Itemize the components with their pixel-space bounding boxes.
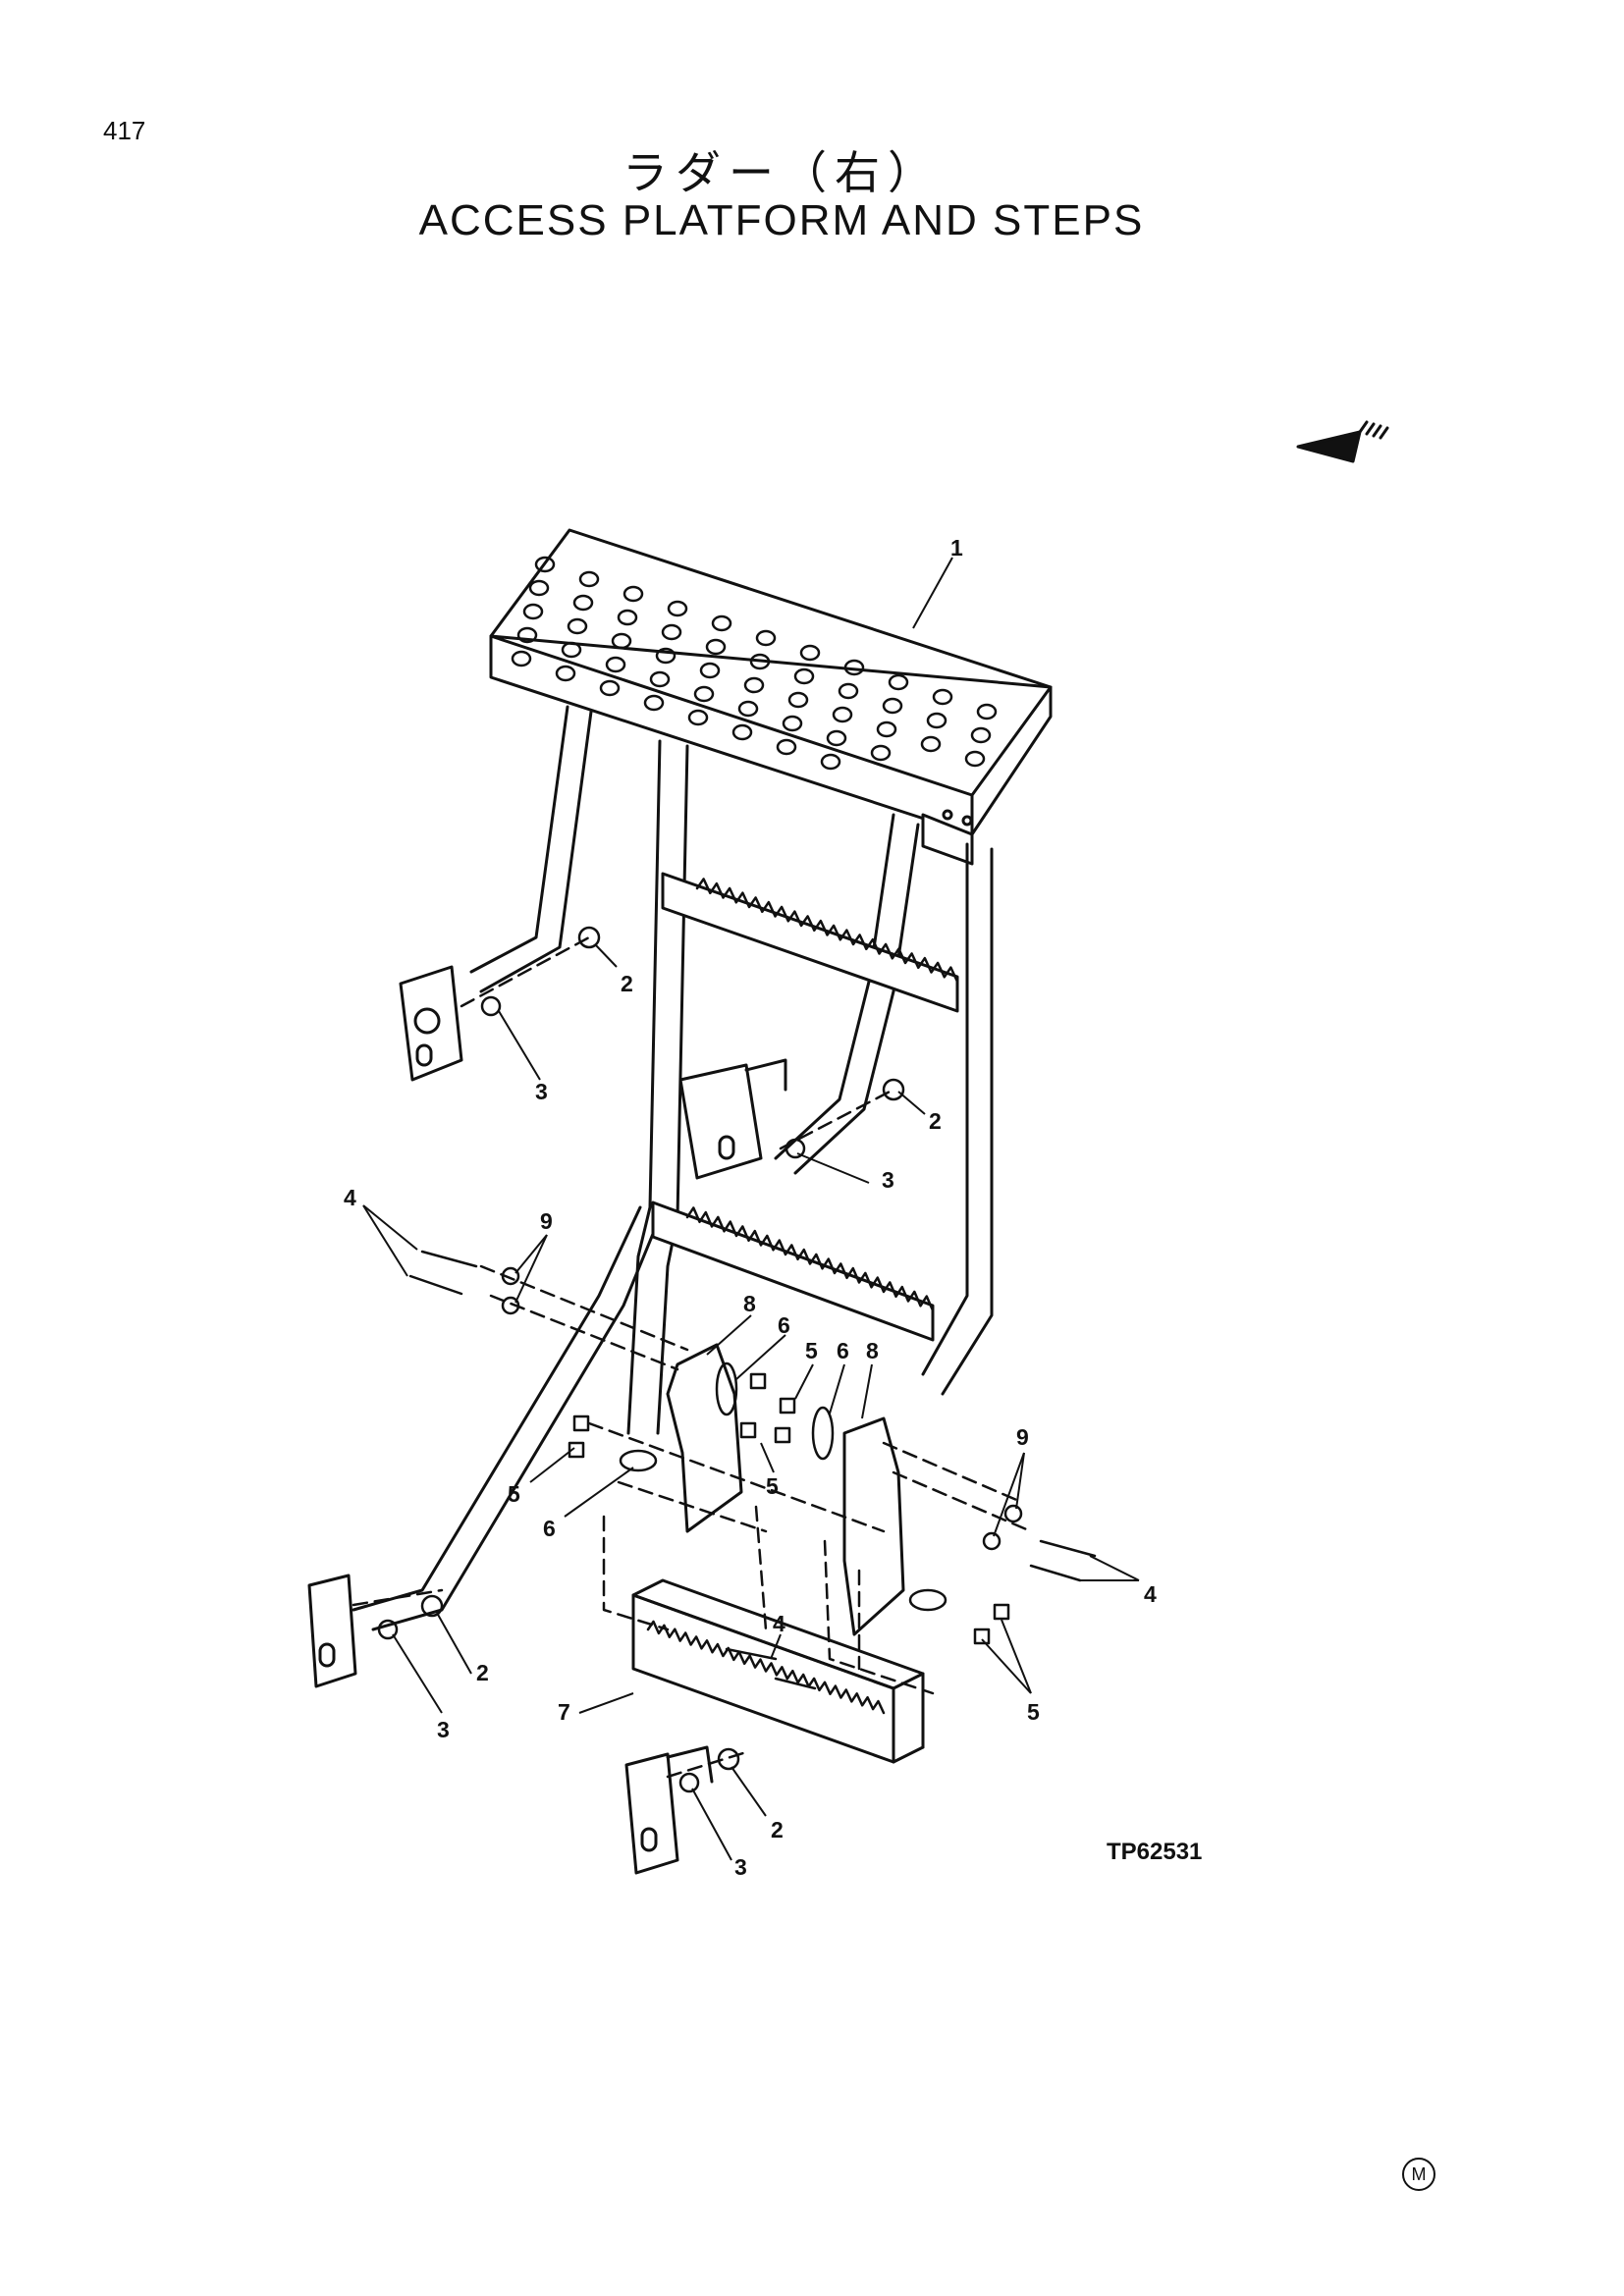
platform-hole	[838, 682, 859, 700]
title-english: ACCESS PLATFORM AND STEPS	[418, 196, 1145, 244]
callout-3-upper: 3	[535, 1079, 548, 1104]
figure-code: TP62531	[1107, 1839, 1203, 1865]
platform-hole	[888, 673, 909, 691]
platform-hole	[820, 753, 841, 771]
platform-hole	[920, 735, 942, 753]
platform-hole	[655, 647, 677, 665]
platform-hole	[832, 706, 853, 723]
platform-hole	[799, 644, 821, 662]
platform-hole	[876, 721, 897, 738]
callout-6-upper: 6	[778, 1312, 790, 1338]
platform-hole	[522, 603, 544, 620]
platform-hole	[882, 697, 903, 715]
platform-hole	[749, 653, 771, 670]
platform-hole	[643, 694, 665, 712]
platform-hole	[567, 617, 588, 635]
callout-leaders	[362, 557, 1140, 1861]
callout-5-upper: 5	[805, 1338, 818, 1363]
corner-mark: M	[1402, 2158, 1435, 2191]
callout-8-left: 8	[743, 1291, 756, 1316]
middle-mount-plate	[678, 1058, 787, 1180]
platform-hole	[731, 723, 753, 741]
platform-hole	[776, 738, 797, 756]
callout-9-left: 9	[540, 1208, 553, 1234]
fasteners	[377, 926, 1097, 1793]
platform-hole	[511, 650, 532, 667]
upper-step-tread	[661, 872, 959, 1013]
platform-hole	[661, 623, 682, 641]
platform-hole	[843, 659, 865, 676]
platform-hole	[599, 679, 621, 697]
platform-hole	[649, 670, 671, 688]
callout-3-lower-left: 3	[437, 1717, 450, 1742]
callout-4-bottom: 4	[773, 1611, 785, 1636]
callout-2-bottom: 2	[771, 1817, 784, 1842]
platform-hole	[782, 715, 803, 732]
platform-hole	[743, 676, 765, 694]
platform-hole	[932, 688, 953, 706]
callout-6-left: 6	[543, 1516, 556, 1541]
callout-2-upper: 2	[621, 971, 633, 996]
callout-9-right: 9	[1016, 1424, 1029, 1450]
lower-left-foot-plate	[307, 1574, 357, 1688]
platform-hole	[793, 667, 815, 685]
platform-hole	[623, 585, 644, 603]
callout-6-right: 6	[837, 1338, 849, 1363]
callout-5-center: 5	[766, 1473, 779, 1499]
callout-3-middle: 3	[882, 1167, 894, 1193]
platform-hole	[561, 641, 582, 659]
platform-hole	[787, 691, 809, 709]
platform-hole	[667, 600, 688, 617]
platform-hole	[976, 703, 998, 721]
platform-hole	[826, 729, 847, 747]
platform-hole	[516, 626, 538, 644]
platform-hole	[926, 712, 947, 729]
platform-hole	[534, 556, 556, 573]
bottom-step	[631, 1578, 925, 1764]
platform-hole	[705, 638, 727, 656]
callout-5-left: 5	[508, 1481, 520, 1507]
platform-hole	[693, 685, 715, 703]
callout-8-right: 8	[866, 1338, 879, 1363]
front-direction-arrow-icon	[1296, 420, 1389, 463]
platform-hole	[687, 709, 709, 726]
platform-hole	[711, 614, 732, 632]
callout-4-right: 4	[1144, 1581, 1157, 1607]
platform-hole	[528, 579, 550, 597]
platform-hole	[617, 609, 638, 626]
platform-hole	[737, 700, 759, 718]
platform-hole	[964, 750, 986, 768]
callout-7: 7	[558, 1699, 570, 1725]
bottom-foot-plate	[624, 1745, 714, 1875]
platform-hole	[578, 570, 600, 588]
platform-hole	[699, 662, 721, 679]
platform-hole	[572, 594, 594, 612]
platform-hole	[605, 656, 626, 673]
alignment-lines	[352, 935, 1033, 1779]
platform-hole	[611, 632, 632, 650]
lower-step-tread	[651, 1201, 935, 1342]
hanger-plate-right	[842, 1416, 905, 1636]
callout-3-bottom: 3	[734, 1854, 747, 1880]
left-upper-leg	[399, 705, 593, 1082]
callout-1: 1	[950, 535, 963, 561]
platform-hole	[870, 744, 892, 762]
callout-5-right: 5	[1027, 1699, 1040, 1725]
hanger-plate-left	[666, 1343, 743, 1533]
callout-2-middle: 2	[929, 1108, 942, 1134]
step-platform	[489, 528, 1053, 866]
page-number: 417	[103, 116, 146, 145]
platform-hole	[970, 726, 992, 744]
platform-hole	[555, 665, 576, 682]
platform-hole	[755, 629, 777, 647]
callout-4-left: 4	[344, 1185, 356, 1210]
title-japanese: ラダー（右）	[623, 146, 941, 199]
callout-2-lower-left: 2	[476, 1660, 489, 1685]
